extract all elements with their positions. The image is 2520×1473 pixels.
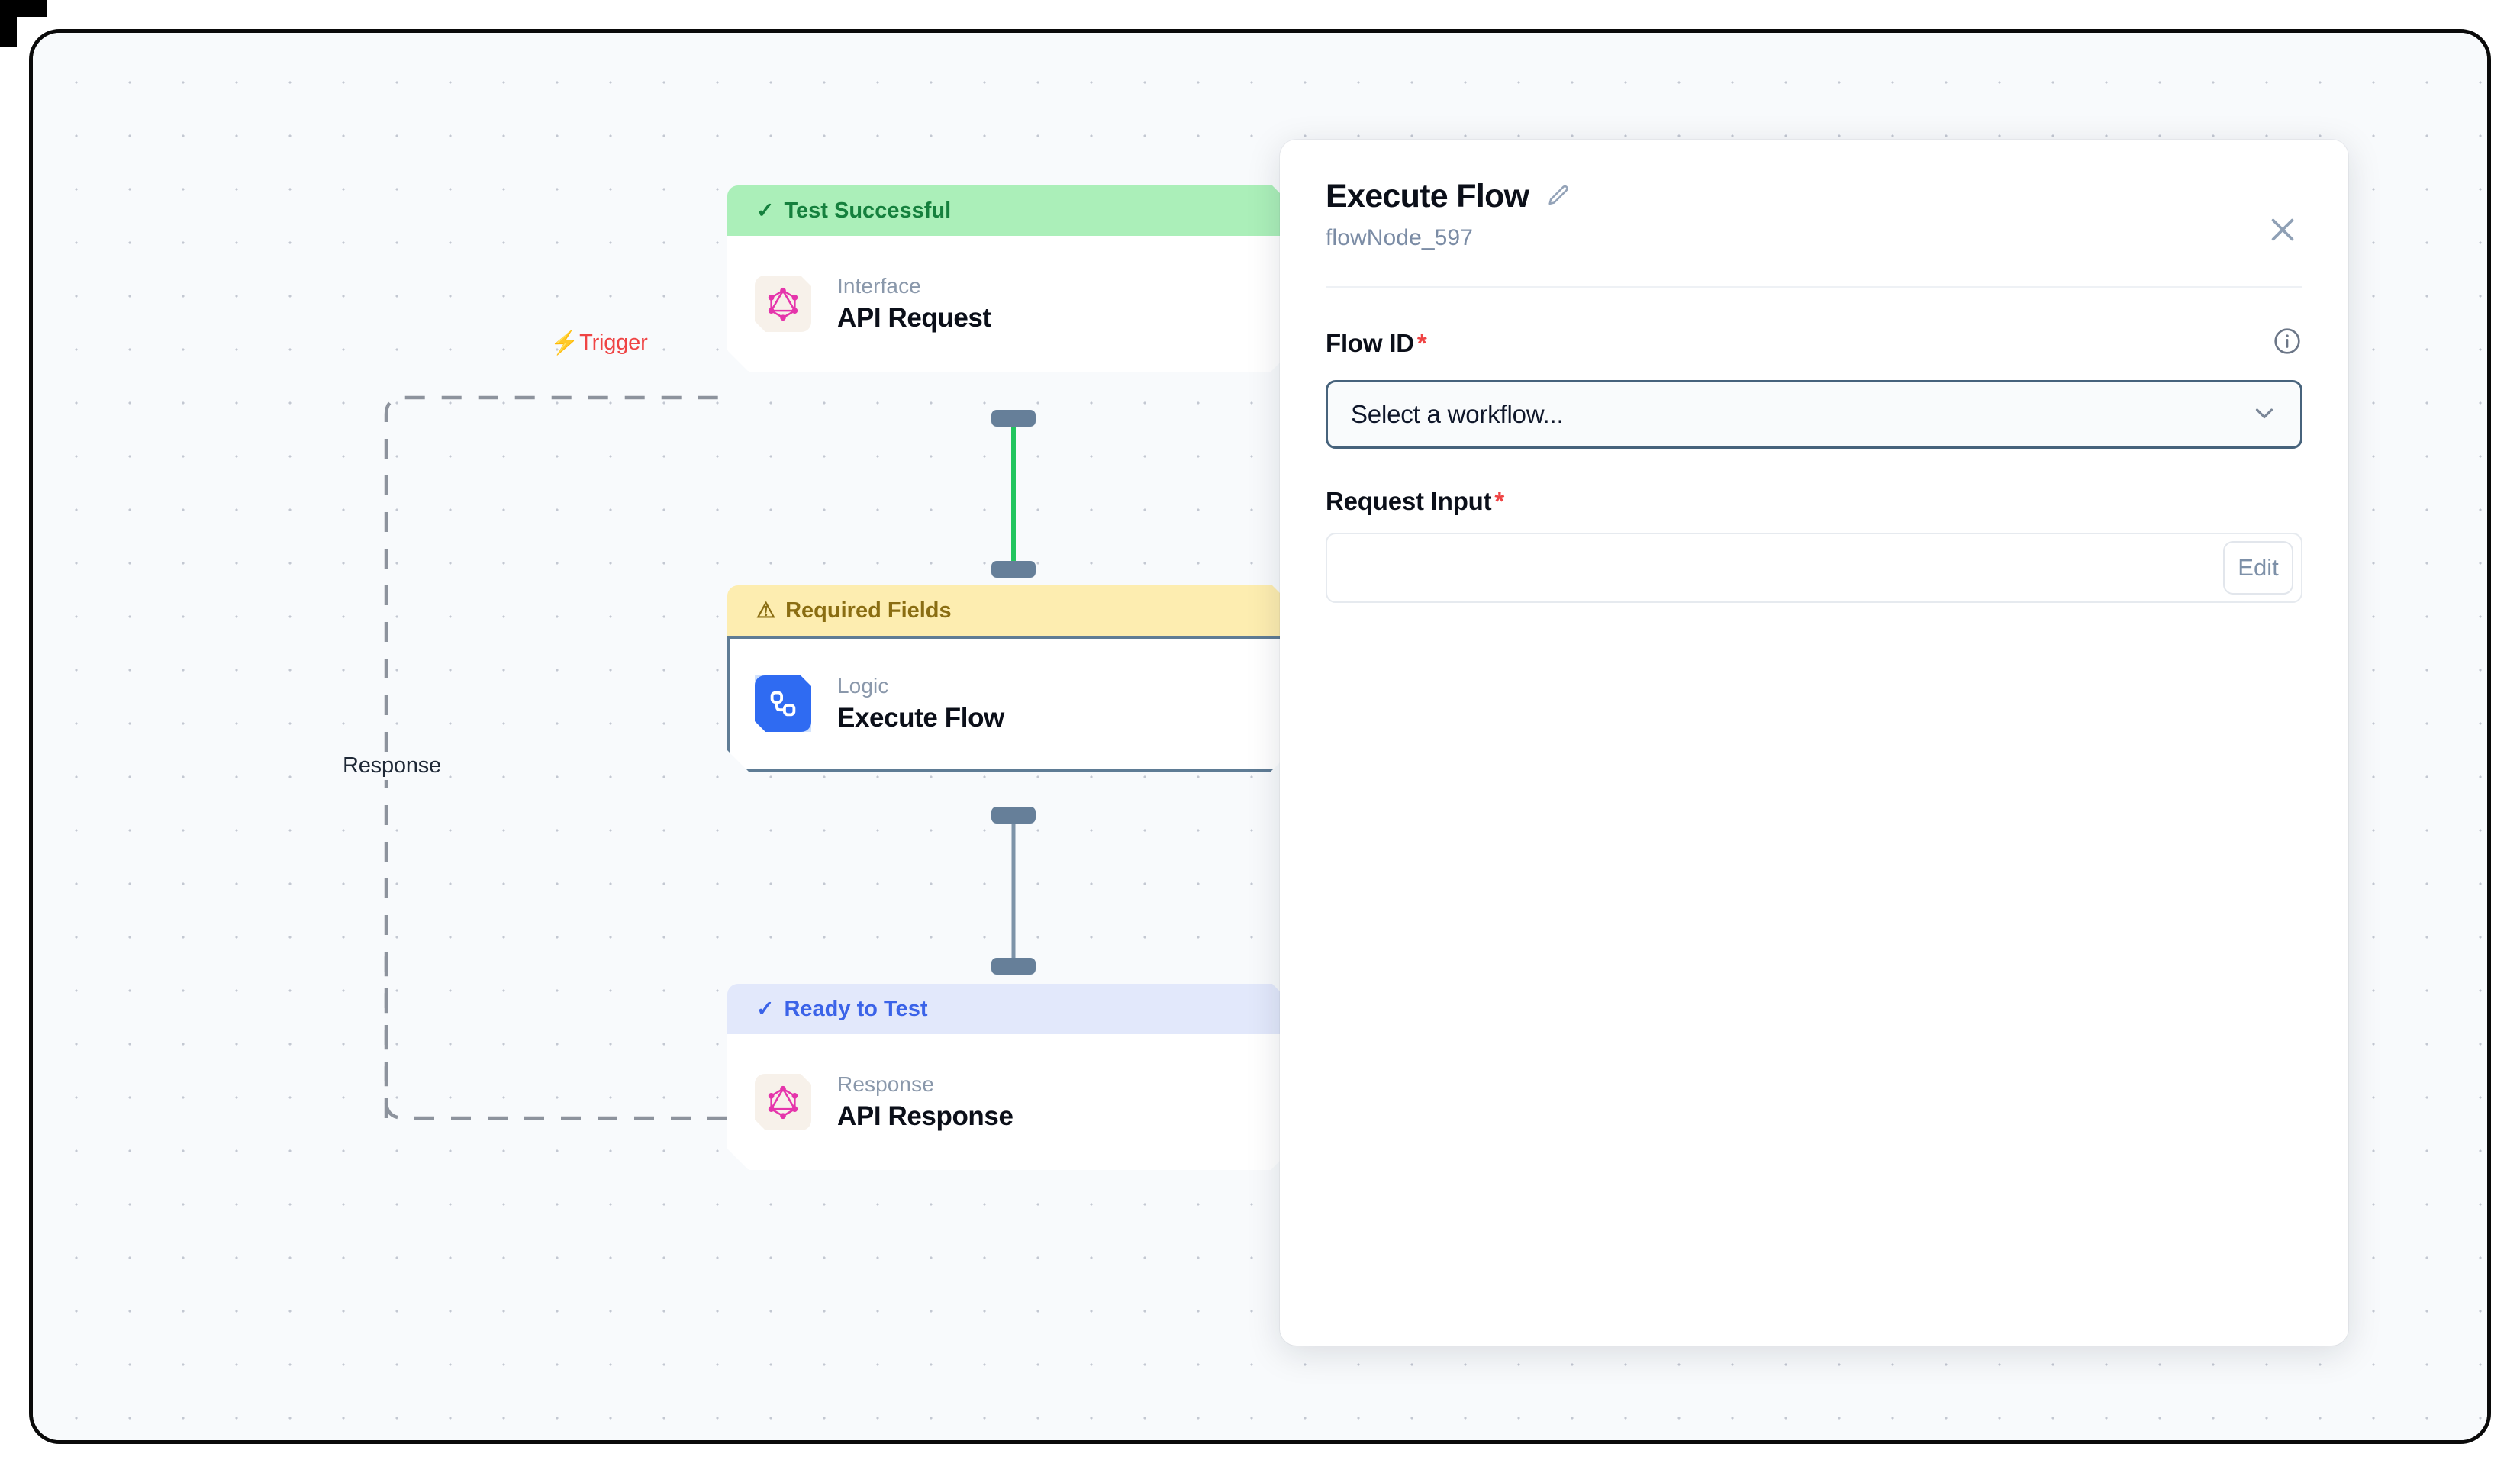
node-body[interactable]: Response API Response (727, 1034, 1292, 1170)
graphql-icon (755, 276, 811, 332)
field-flow-id: Flow ID* Select a workflow... (1326, 326, 2302, 450)
page-title: Execute Flow (1326, 178, 1529, 214)
node-status-banner-ready: ✓ Ready to Test (727, 984, 1292, 1034)
handle-source-api-request[interactable] (991, 410, 1036, 427)
node-title: API Request (837, 303, 991, 333)
handle-target-execute-flow[interactable] (991, 561, 1036, 578)
edit-button[interactable]: Edit (2223, 541, 2293, 595)
check-icon: ✓ (756, 997, 775, 1020)
node-status-label: Ready to Test (784, 996, 928, 1021)
field-label-text: Request Input (1326, 487, 1492, 516)
node-body[interactable]: Logic Execute Flow (727, 636, 1292, 772)
node-category: Logic (837, 674, 889, 698)
close-button[interactable] (2261, 210, 2304, 253)
node-title: Execute Flow (837, 703, 1004, 733)
node-text: Response API Response (837, 1072, 1013, 1132)
field-label-row: Request Input* (1326, 487, 2302, 516)
node-status-banner-warning: ⚠ Required Fields (727, 585, 1292, 636)
panel-divider (1326, 286, 2302, 288)
check-icon: ✓ (756, 198, 775, 222)
field-label-row: Flow ID* (1326, 326, 2302, 360)
node-api-request[interactable]: ✓ Test Successful (727, 185, 1292, 372)
node-api-response[interactable]: ✓ Ready to Test (727, 984, 1292, 1170)
node-body[interactable]: Interface API Request (727, 236, 1292, 372)
flow-id-select[interactable]: Select a workflow... (1326, 380, 2302, 450)
required-marker: * (1494, 487, 1505, 516)
edge-label-trigger: ⚡ Trigger (550, 330, 648, 356)
node-status-banner-success: ✓ Test Successful (727, 185, 1292, 236)
node-category: Response (837, 1072, 934, 1096)
edge-label-response: Response (338, 752, 446, 780)
edge-response-path (384, 949, 727, 1120)
node-id-subtitle: flowNode_597 (1326, 225, 1474, 251)
chevron-down-icon (2250, 398, 2279, 431)
handle-source-execute-flow[interactable] (991, 807, 1036, 824)
required-marker: * (1416, 328, 1427, 357)
node-status-label: Required Fields (785, 598, 952, 623)
node-title: API Response (837, 1101, 1013, 1131)
node-text: Interface API Request (837, 274, 991, 334)
node-category: Interface (837, 274, 921, 298)
lightning-bolt-icon: ⚡ (550, 330, 579, 356)
node-properties-panel: Execute Flow flowNode_597 Flow ID* (1280, 140, 2348, 1346)
field-label-request-input: Request Input* (1326, 487, 1504, 516)
panel-header: Execute Flow (1326, 179, 2302, 214)
node-text: Logic Execute Flow (837, 674, 1004, 733)
field-request-input: Request Input* Edit (1326, 487, 2302, 604)
graphql-icon (755, 1074, 811, 1130)
info-icon[interactable] (2272, 326, 2302, 360)
edge-label-trigger-text: Trigger (579, 330, 648, 355)
node-execute-flow[interactable]: ⚠ Required Fields Logic Execute Flow (727, 585, 1292, 772)
pencil-icon[interactable] (1545, 183, 1571, 213)
request-input-field[interactable]: Edit (1326, 533, 2302, 604)
warning-triangle-icon: ⚠ (756, 598, 776, 622)
flow-id-selected-value: Select a workflow... (1351, 400, 1564, 429)
field-label-flow-id: Flow ID* (1326, 329, 1427, 358)
node-status-label: Test Successful (784, 198, 952, 223)
handle-target-api-response[interactable] (991, 958, 1036, 975)
close-icon (2265, 212, 2300, 251)
workflow-branch-icon (755, 675, 811, 732)
app-window: ⚡ Trigger Response ✓ Test Successful (29, 29, 2491, 1444)
field-label-text: Flow ID (1326, 328, 1414, 357)
